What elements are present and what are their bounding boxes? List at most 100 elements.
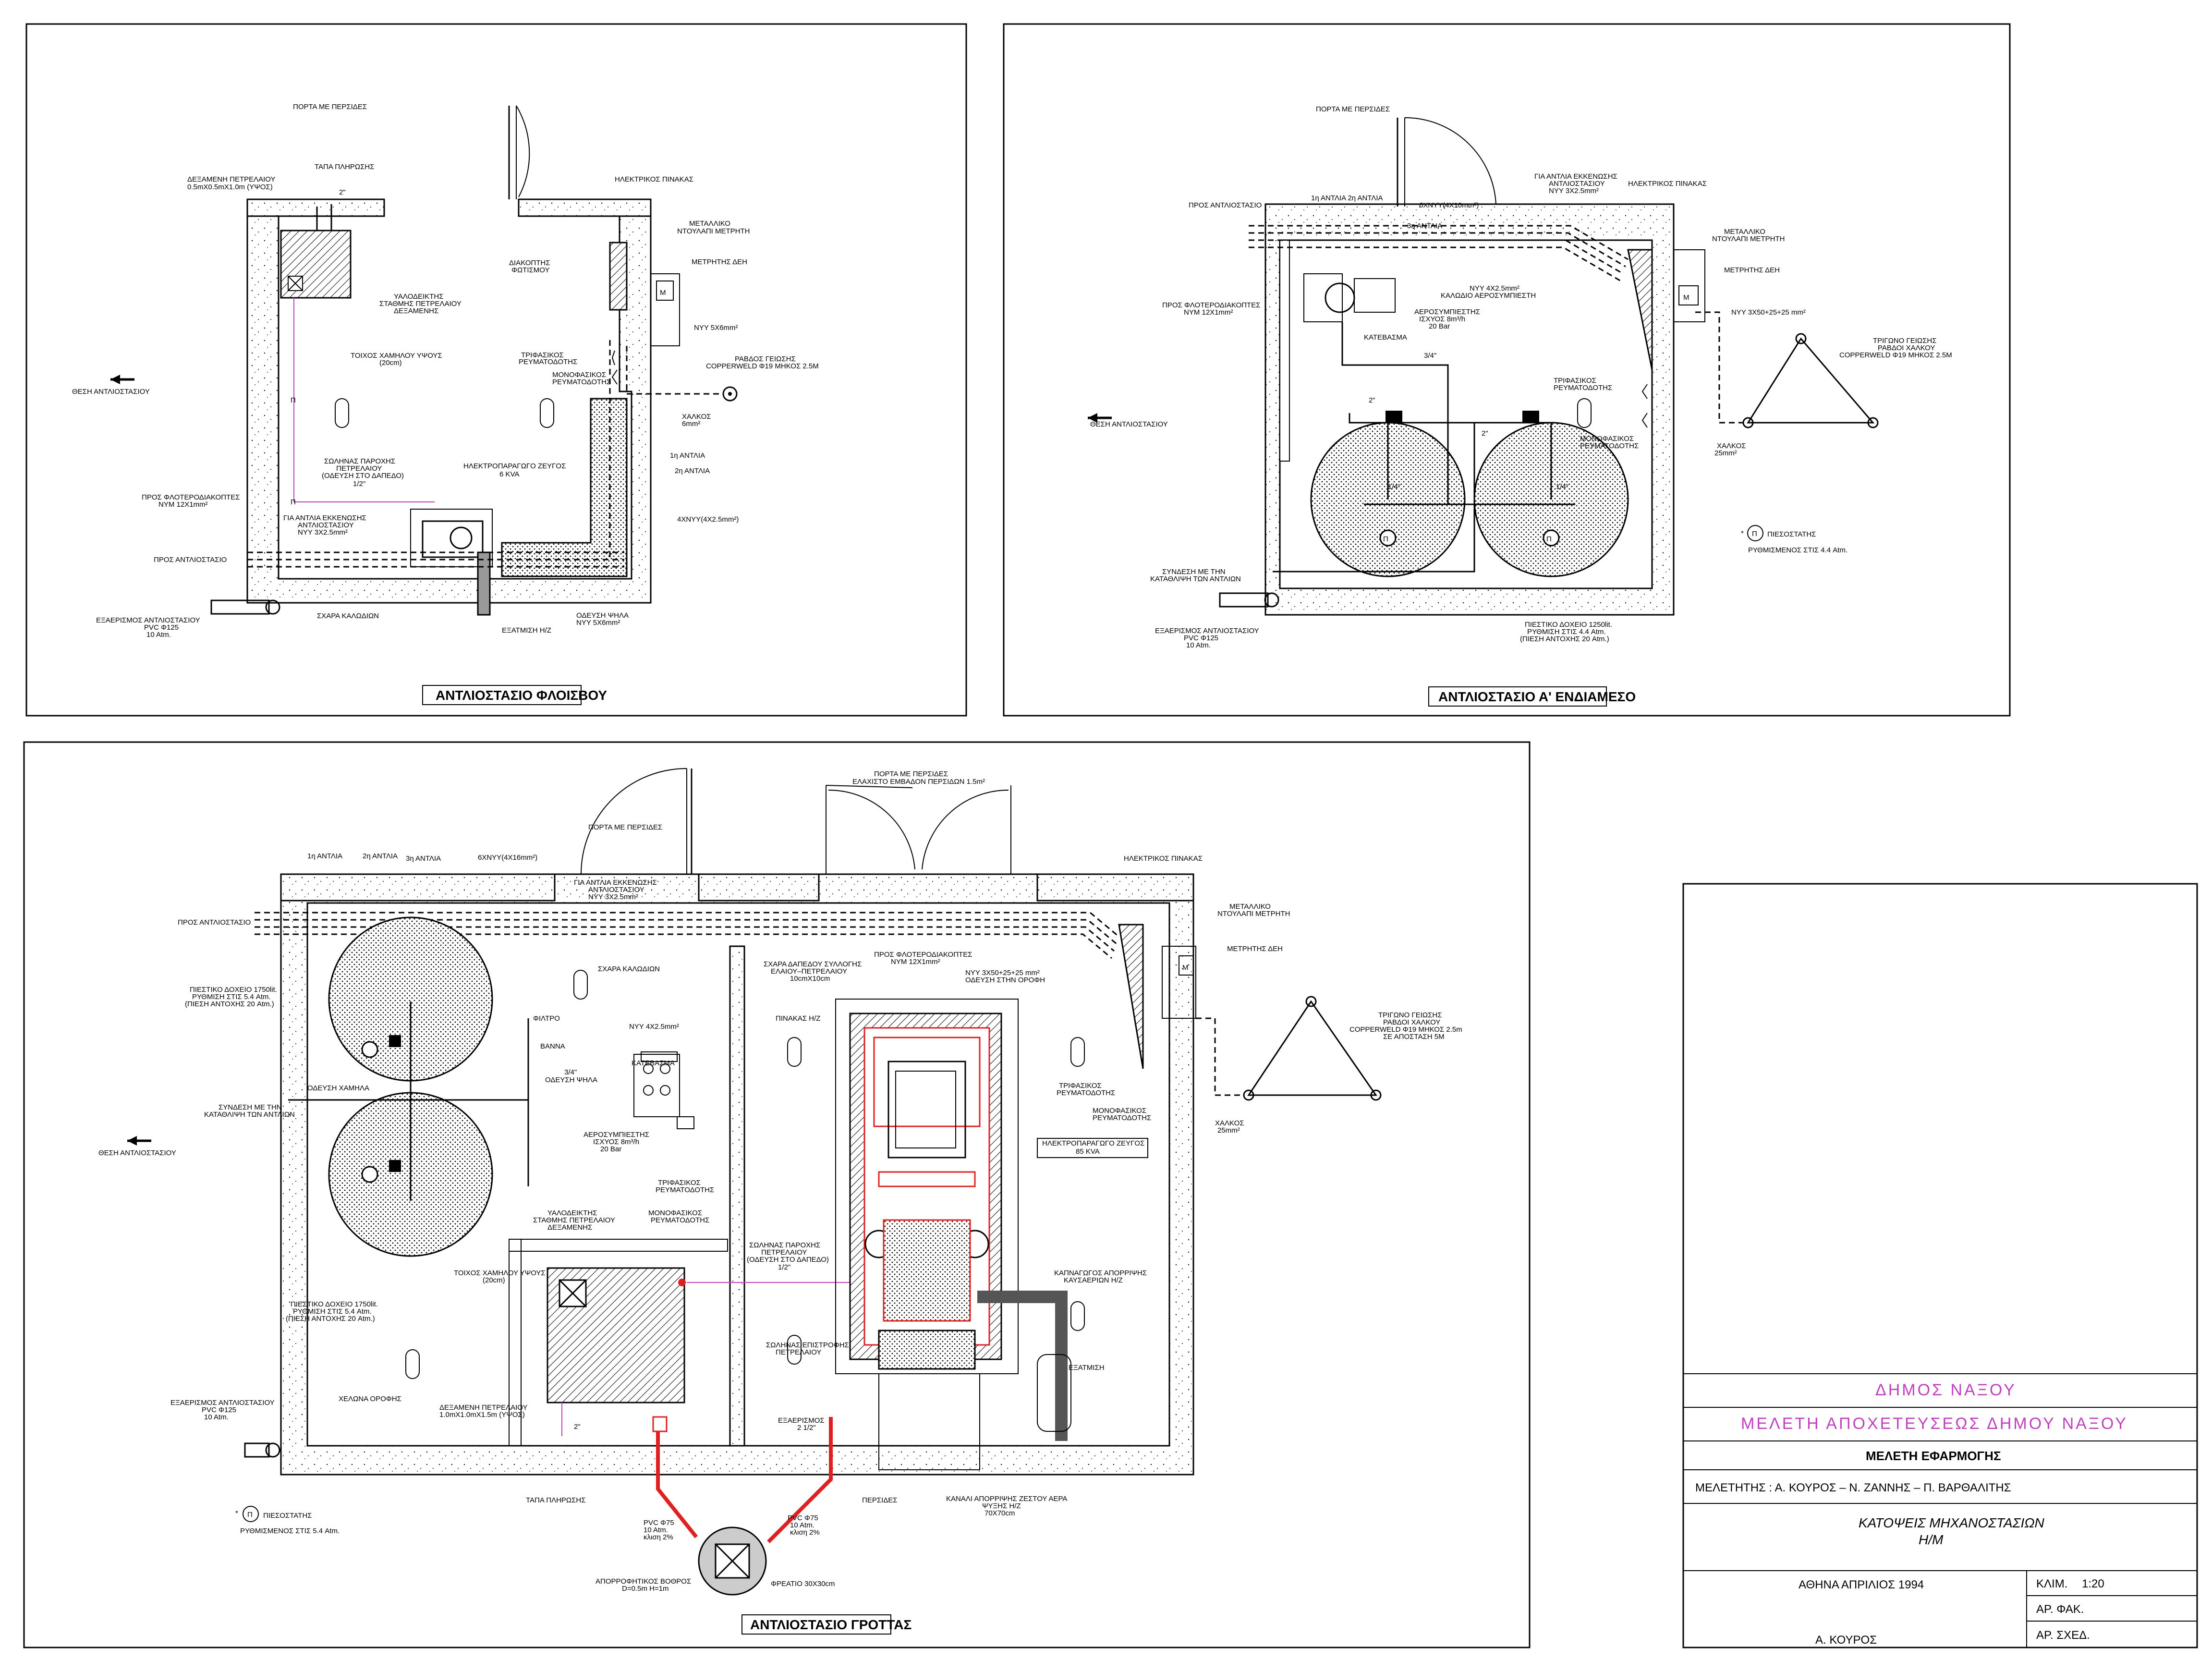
svg-text:ΕΛΑΧΙΣΤΟ ΕΜΒΑΔΟΝ ΠΕΡΣΙΔΩΝ 1.5m: ΕΛΑΧΙΣΤΟ ΕΜΒΑΔΟΝ ΠΕΡΣΙΔΩΝ 1.5m² xyxy=(852,778,985,786)
svg-text:ΜΟΝΟΦΑΣΙΚΟΣ: ΜΟΝΟΦΑΣΙΚΟΣ xyxy=(1093,1107,1146,1115)
svg-text:ΣΩΛΗΝΑΣ ΠΑΡΟΧΗΣ: ΣΩΛΗΝΑΣ ΠΑΡΟΧΗΣ xyxy=(324,457,395,465)
svg-text:M: M xyxy=(1182,964,1189,972)
svg-text:ΤΟΙΧΟΣ ΧΑΜΗΛΟΥ ΥΨΟΥΣ: ΤΟΙΧΟΣ ΧΑΜΗΛΟΥ ΥΨΟΥΣ xyxy=(454,1269,546,1277)
svg-text:3/4": 3/4" xyxy=(564,1068,577,1076)
svg-text:*: * xyxy=(1741,529,1744,537)
svg-text:10 Atm.: 10 Atm. xyxy=(644,1526,668,1534)
study-type: ΜΕΛΕΤΗ ΕΦΑΡΜΟΓΗΣ xyxy=(1866,1449,2001,1463)
wall-top-right xyxy=(518,198,652,217)
svg-text:PVC Φ75: PVC Φ75 xyxy=(788,1514,818,1522)
svg-text:COPPERWELD Φ19 ΜΗΚΟΣ 2.5m: COPPERWELD Φ19 ΜΗΚΟΣ 2.5m xyxy=(1349,1025,1462,1034)
svg-text:ΣΧΑΡΑ ΔΑΠΕΔΟΥ ΣΥΛΛΟΓΗΣ: ΣΧΑΡΑ ΔΑΠΕΔΟΥ ΣΥΛΛΟΓΗΣ xyxy=(764,960,862,968)
svg-text:ΓΙΑ ΑΝΤΛΙΑ ΕΚΚΕΝΩΣΗΣ: ΓΙΑ ΑΝΤΛΙΑ ΕΚΚΕΝΩΣΗΣ xyxy=(1534,172,1617,181)
svg-text:ΡΕΥΜΑΤΟΔΟΤΗΣ: ΡΕΥΜΑΤΟΔΟΤΗΣ xyxy=(651,1216,709,1224)
svg-text:(20cm): (20cm) xyxy=(379,359,402,367)
svg-text:Π: Π xyxy=(247,1511,253,1519)
svg-text:ΝΥΥ 5Χ6mm²: ΝΥΥ 5Χ6mm² xyxy=(576,619,620,627)
svg-text:Π: Π xyxy=(1752,530,1757,538)
svg-text:(20cm): (20cm) xyxy=(483,1276,505,1284)
svg-text:1η ΑΝΤΛΙΑ: 1η ΑΝΤΛΙΑ xyxy=(670,452,705,460)
svg-text:κλιση 2%: κλιση 2% xyxy=(790,1528,820,1537)
svg-text:ΗΛΕΚΤΡΟΠΑΡΑΓΩΓΟ ΖΕΥΓΟΣ: ΗΛΕΚΤΡΟΠΑΡΑΓΩΓΟ ΖΕΥΓΟΣ xyxy=(1042,1139,1144,1147)
door-swing xyxy=(516,105,530,199)
title-block: ΔΗΜΟΣ ΝΑΞΟΥ ΜΕΛΕΤΗ ΑΠΟΧΕΤΕΥΣΕΩΣ ΔΗΜΟΥ ΝΑ… xyxy=(1682,883,2198,1648)
svg-text:ΧΕΛΩΝΑ ΟΡΟΦΗΣ: ΧΕΛΩΝΑ ΟΡΟΦΗΣ xyxy=(339,1395,401,1403)
panel-floisvou-title-box xyxy=(422,685,582,705)
svg-text:ΠΕΡΣΙΔΕΣ: ΠΕΡΣΙΔΕΣ xyxy=(862,1496,898,1504)
svg-text:ΗΛΕΚΤΡΙΚΟΣ ΠΙΝΑΚΑΣ: ΗΛΕΚΤΡΙΚΟΣ ΠΙΝΑΚΑΣ xyxy=(615,175,693,183)
svg-text:*: * xyxy=(235,1509,238,1517)
svg-text:ΠΟΡΤΑ ΜΕ ΠΕΡΣΙΔΕΣ: ΠΟΡΤΑ ΜΕ ΠΕΡΣΙΔΕΣ xyxy=(1316,105,1390,113)
svg-text:1η ΑΝΤΛΙΑ 2η ΑΝΤΛΙΑ: 1η ΑΝΤΛΙΑ 2η ΑΝΤΛΙΑ xyxy=(1311,194,1383,202)
svg-text:Π: Π xyxy=(291,396,296,404)
svg-text:ΜΕΤΡΗΤΗΣ ΔΕΗ: ΜΕΤΡΗΤΗΣ ΔΕΗ xyxy=(692,258,747,266)
svg-text:ΡΕΥΜΑΤΟΔΟΤΗΣ: ΡΕΥΜΑΤΟΔΟΤΗΣ xyxy=(1554,384,1612,392)
svg-text:ΜΟΝΟΦΑΣΙΚΟΣ: ΜΟΝΟΦΑΣΙΚΟΣ xyxy=(648,1209,702,1217)
svg-text:ΦΩΤΙΣΜΟΥ: ΦΩΤΙΣΜΟΥ xyxy=(511,266,549,274)
svg-text:ΣΥΝΔΕΣΗ ΜΕ ΤΗΝ: ΣΥΝΔΕΣΗ ΜΕ ΤΗΝ xyxy=(1162,568,1226,576)
svg-text:ΟΔΕΥΣΗ ΧΑΜΗΛΑ: ΟΔΕΥΣΗ ΧΑΜΗΛΑ xyxy=(307,1084,369,1092)
svg-text:ΣΕ ΑΠΟΣΤΑΣΗ 5Μ: ΣΕ ΑΠΟΣΤΑΣΗ 5Μ xyxy=(1383,1033,1445,1041)
svg-text:ΠΙΕΣΟΣΤΑΤΗΣ: ΠΙΕΣΟΣΤΑΤΗΣ xyxy=(1767,530,1816,538)
svg-text:κλιση 2%: κλιση 2% xyxy=(644,1533,673,1541)
earthing-triangle xyxy=(1747,337,1875,424)
svg-text:ΚΑΤΑΘΛΙΨΗ ΤΩΝ ΑΝΤΛΙΩΝ: ΚΑΤΑΘΛΙΨΗ ΤΩΝ ΑΝΤΛΙΩΝ xyxy=(204,1111,295,1119)
panel-grottas: M ΠΟΡΤΑ ΜΕ ΠΕΡΣΙΔΕΣ ΠΟΡΤΑ ΜΕ ΠΕΡΣΙΔΕΣ ΕΛ… xyxy=(23,741,1531,1648)
svg-text:2": 2" xyxy=(1369,396,1375,404)
svg-text:2": 2" xyxy=(574,1423,581,1431)
svg-text:ΤΡΙΦΑΣΙΚΟΣ: ΤΡΙΦΑΣΙΚΟΣ xyxy=(521,351,564,359)
svg-text:3η ΑΝΤΛΙΑ: 3η ΑΝΤΛΙΑ xyxy=(406,854,441,863)
svg-text:ΠΡΟΣ ΦΛΟΤΕΡΟΔΙΑΚΟΠΤΕΣ: ΠΡΟΣ ΦΛΟΤΕΡΟΔΙΑΚΟΠΤΕΣ xyxy=(142,493,240,501)
svg-text:ΠΙΕΣΟΣΤΑΤΗΣ: ΠΙΕΣΟΣΤΑΤΗΣ xyxy=(263,1512,312,1520)
svg-text:ΡΥΘΜΙΣΗ ΣΤΙΣ 4.4 Atm.: ΡΥΘΜΙΣΗ ΣΤΙΣ 4.4 Atm. xyxy=(1527,628,1606,636)
earthing-triangle xyxy=(1247,1000,1377,1096)
svg-text:6ΧΝΥΥ(4Χ10mm²): 6ΧΝΥΥ(4Χ10mm²) xyxy=(1419,201,1479,209)
svg-text:ΠΟΡΤΑ ΜΕ ΠΕΡΣΙΔΕΣ: ΠΟΡΤΑ ΜΕ ΠΕΡΣΙΔΕΣ xyxy=(293,103,367,111)
svg-text:ΝΥΥ 4Χ2.5mm²: ΝΥΥ 4Χ2.5mm² xyxy=(629,1023,679,1031)
svg-text:ΔΕΞΑΜΕΝΗΣ: ΔΕΞΑΜΕΝΗΣ xyxy=(394,307,438,315)
svg-text:ΤΡΙΓΩΝΟ ΓΕΙΩΣΗΣ: ΤΡΙΓΩΝΟ ΓΕΙΩΣΗΣ xyxy=(1873,337,1937,345)
svg-text:ΜΕΤΑΛΛΙΚΟ: ΜΕΤΑΛΛΙΚΟ xyxy=(1724,228,1765,236)
svg-text:ΙΣΧΥΟΣ 8m³/h: ΙΣΧΥΟΣ 8m³/h xyxy=(593,1138,639,1146)
project-name: ΜΕΛΕΤΗ ΑΠΟΧΕΤΕΥΣΕΩΣ ΔΗΜΟΥ ΝΑΞΟΥ xyxy=(1741,1415,2128,1433)
svg-text:ΡΥΘΜΙΣΗ ΣΤΙΣ 5.4 Atm.: ΡΥΘΜΙΣΗ ΣΤΙΣ 5.4 Atm. xyxy=(192,993,271,1001)
svg-text:ΠΡΟΣ ΦΛΟΤΕΡΟΔΙΑΚΟΠΤΕΣ: ΠΡΟΣ ΦΛΟΤΕΡΟΔΙΑΚΟΠΤΕΣ xyxy=(1162,301,1261,309)
svg-text:ΚΑΤΕΒΑΣΜΑ: ΚΑΤΕΒΑΣΜΑ xyxy=(1364,333,1407,342)
svg-text:ΝΥΥ 5Χ6mm²: ΝΥΥ 5Χ6mm² xyxy=(694,324,738,332)
svg-text:Π: Π xyxy=(291,498,296,506)
svg-text:ΑΕΡΟΣΥΜΠΙΕΣΤΗΣ: ΑΕΡΟΣΥΜΠΙΕΣΤΗΣ xyxy=(583,1131,649,1139)
pump-sump xyxy=(501,398,628,577)
svg-text:1/4": 1/4" xyxy=(1556,483,1568,491)
svg-text:3η ΑΝΤΛΙΑ: 3η ΑΝΤΛΙΑ xyxy=(1407,222,1442,230)
svg-text:ΗΛΕΚΤΡΟΠΑΡΑΓΩΓΟ ΖΕΥΓΟΣ: ΗΛΕΚΤΡΟΠΑΡΑΓΩΓΟ ΖΕΥΓΟΣ xyxy=(463,462,566,470)
svg-text:ΝΥΥ 3Χ2.5mm²: ΝΥΥ 3Χ2.5mm² xyxy=(1549,187,1599,195)
svg-text:ΠΙΝΑΚΑΣ Η/Ζ: ΠΙΝΑΚΑΣ Η/Ζ xyxy=(776,1014,820,1023)
svg-text:3/4": 3/4" xyxy=(1424,352,1436,360)
svg-text:1/4": 1/4" xyxy=(1388,483,1400,491)
svg-text:ΠΙΕΣΤΙΚΟ ΔΟΧΕΙΟ 1750lit.: ΠΙΕΣΤΙΚΟ ΔΟΧΕΙΟ 1750lit. xyxy=(291,1300,378,1308)
authors: ΜΕΛΕΤΗΤΗΣ : Α. ΚΟΥΡΟΣ – Ν. ΖΑΝΝΗΣ – Π. Β… xyxy=(1695,1481,2011,1494)
electric-panel xyxy=(609,242,628,311)
svg-text:M: M xyxy=(1683,293,1689,302)
svg-text:ΝΥΜ 12Χ1mm²: ΝΥΜ 12Χ1mm² xyxy=(1184,308,1233,317)
signer: Α. ΚΟΥΡΟΣ xyxy=(1815,1634,1877,1647)
svg-text:ΕΞΑΤΜΙΣΗ: ΕΞΑΤΜΙΣΗ xyxy=(1069,1364,1105,1372)
svg-text:10 Atm.: 10 Atm. xyxy=(204,1413,229,1421)
svg-text:ΡΕΥΜΑΤΟΔΟΤΗΣ: ΡΕΥΜΑΤΟΔΟΤΗΣ xyxy=(1580,442,1639,450)
svg-text:ΘΕΣΗ ΑΝΤΛΙΟΣΤΑΣΙΟΥ: ΘΕΣΗ ΑΝΤΛΙΟΣΤΑΣΙΟΥ xyxy=(72,388,150,396)
svg-text:PVC Φ125: PVC Φ125 xyxy=(144,623,179,632)
svg-text:ΣΤΑΘΜΗΣ ΠΕΤΡΕΛΑΙΟΥ: ΣΤΑΘΜΗΣ ΠΕΤΡΕΛΑΙΟΥ xyxy=(533,1216,615,1224)
svg-text:ΡΥΘΜΙΣΜΕΝΟΣ ΣΤΙΣ 5.4 Atm.: ΡΥΘΜΙΣΜΕΝΟΣ ΣΤΙΣ 5.4 Atm. xyxy=(240,1527,340,1535)
svg-text:ΒΑΝΝΑ: ΒΑΝΝΑ xyxy=(540,1042,565,1050)
svg-text:ΡΕΥΜΑΤΟΔΟΤΗΣ: ΡΕΥΜΑΤΟΔΟΤΗΣ xyxy=(519,358,577,366)
svg-text:ΡΕΥΜΑΤΟΔΟΤΗΣ: ΡΕΥΜΑΤΟΔΟΤΗΣ xyxy=(656,1186,714,1194)
svg-text:ΠΕΤΡΕΛΑΙΟΥ: ΠΕΤΡΕΛΑΙΟΥ xyxy=(776,1348,821,1356)
svg-text:ΨΥΞΗΣ Η/Ζ: ΨΥΞΗΣ Η/Ζ xyxy=(982,1502,1021,1510)
svg-text:ΜΕΤΡΗΤΗΣ ΔΕΗ: ΜΕΤΡΗΤΗΣ ΔΕΗ xyxy=(1227,945,1283,953)
svg-text:ΤΡΙΦΑΣΙΚΟΣ: ΤΡΙΦΑΣΙΚΟΣ xyxy=(1554,377,1596,385)
svg-text:ΣΧΑΡΑ ΚΑΛΩΔΙΩΝ: ΣΧΑΡΑ ΚΑΛΩΔΙΩΝ xyxy=(317,612,379,620)
svg-text:ΝΤΟΥΛΑΠΙ ΜΕΤΡΗΤΗ: ΝΤΟΥΛΑΠΙ ΜΕΤΡΗΤΗ xyxy=(1217,910,1290,918)
panel-frame xyxy=(1003,23,2011,717)
svg-text:ΣΧΑΡΑ ΚΑΛΩΔΙΩΝ: ΣΧΑΡΑ ΚΑΛΩΔΙΩΝ xyxy=(598,965,660,973)
